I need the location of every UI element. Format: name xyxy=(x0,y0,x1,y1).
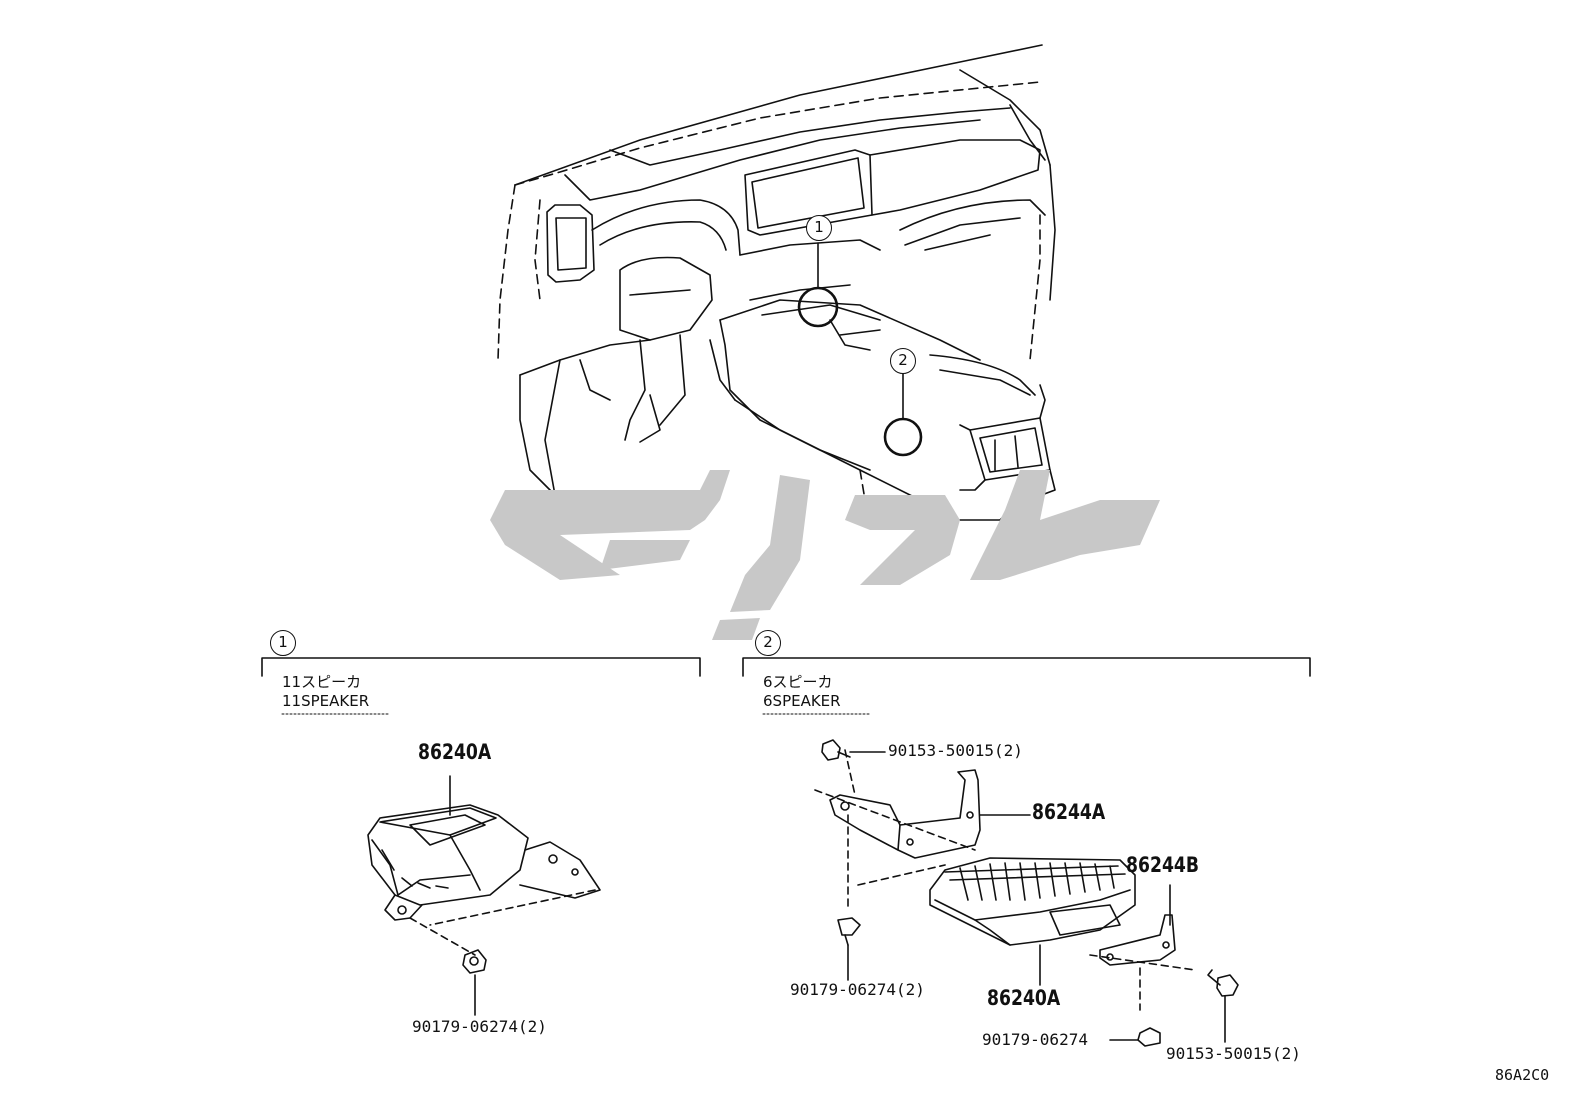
callout-1-top: 1 xyxy=(806,215,832,241)
section1-callout: 1 xyxy=(270,630,296,656)
section1-caption-en: 11SPEAKER xyxy=(282,692,370,710)
bolt-90153-50015-bottom xyxy=(1207,969,1239,997)
part-label-90179-06274-s2-left: 90179-06274(2) xyxy=(790,980,925,999)
section1-caption-jp: 11スピーカ xyxy=(282,673,362,691)
location-marker-2 xyxy=(883,417,923,457)
section2-caption-en: 6SPEAKER xyxy=(763,692,841,710)
part-label-90153-50015-top: 90153-50015(2) xyxy=(888,741,1023,760)
amplifier-11speaker xyxy=(367,804,601,956)
clip-90179-06274-3 xyxy=(1137,1027,1161,1047)
bracket-86244A xyxy=(829,769,981,859)
amplifier-6speaker xyxy=(929,857,1136,946)
bolt-90153-50015-top xyxy=(821,739,851,761)
diagram-code: 86A2C0 xyxy=(1495,1066,1550,1084)
part-label-90179-06274-s1: 90179-06274(2) xyxy=(412,1017,547,1036)
dashboard-illustration xyxy=(497,44,1056,526)
part-label-86244B: 86244B xyxy=(1126,853,1200,877)
part-label-86240A-s1: 86240A xyxy=(418,740,492,764)
section2-frame xyxy=(742,657,1311,677)
part-label-90153-50015-bottom: 90153-50015(2) xyxy=(1166,1044,1301,1063)
clip-90179-06274-2 xyxy=(837,917,861,946)
section2-callout: 2 xyxy=(755,630,781,656)
part-label-86244A: 86244A xyxy=(1032,800,1106,824)
section2-caption-jp: 6スピーカ xyxy=(763,673,833,691)
callout-2-top: 2 xyxy=(890,348,916,374)
part-label-90179-06274-s2-bottom: 90179-06274 xyxy=(982,1030,1088,1049)
watermark-logo xyxy=(490,470,1160,640)
clip-90179-06274-1 xyxy=(462,949,487,974)
section1-frame xyxy=(261,657,701,677)
part-label-86240A-s2: 86240A xyxy=(987,986,1061,1010)
